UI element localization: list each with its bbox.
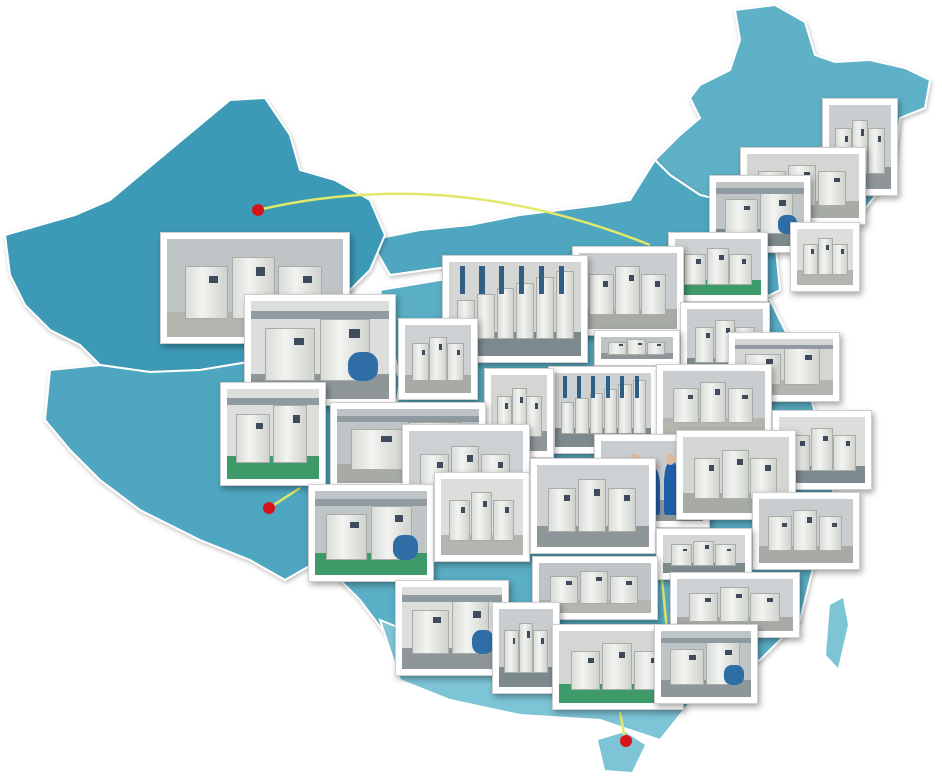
photo-scene bbox=[663, 535, 745, 573]
marker-northwest bbox=[252, 204, 264, 216]
photo-3 bbox=[654, 624, 758, 704]
photo-scene bbox=[677, 579, 793, 631]
photo-scene bbox=[663, 371, 765, 435]
photo-scene bbox=[797, 229, 853, 285]
photo-6 bbox=[572, 246, 684, 336]
photo-scene bbox=[759, 499, 853, 563]
photo-scene bbox=[555, 373, 651, 447]
photo-scene bbox=[661, 631, 751, 697]
photo-24 bbox=[434, 472, 530, 562]
route-line-north bbox=[257, 192, 651, 247]
photo-scene bbox=[405, 325, 471, 393]
photo-4 bbox=[790, 222, 860, 292]
region-taiwan bbox=[826, 598, 848, 668]
photo-23 bbox=[308, 484, 434, 582]
photo-5 bbox=[668, 232, 768, 302]
photo-scene bbox=[675, 239, 761, 295]
photo-scene bbox=[539, 563, 651, 613]
photo-25 bbox=[530, 458, 656, 554]
photo-scene bbox=[601, 337, 673, 359]
photo-10 bbox=[398, 318, 478, 400]
route-line-southwest bbox=[268, 486, 301, 510]
photo-13 bbox=[594, 330, 680, 366]
photo-7 bbox=[442, 255, 588, 363]
photo-14 bbox=[220, 382, 326, 486]
photo-29 bbox=[395, 580, 509, 676]
photo-scene bbox=[449, 262, 581, 356]
photo-scene bbox=[579, 253, 677, 329]
photo-scene bbox=[251, 301, 389, 399]
photo-scene bbox=[499, 609, 553, 687]
photo-scene bbox=[441, 479, 523, 555]
marker-south-island bbox=[620, 735, 632, 747]
photo-27 bbox=[656, 528, 752, 580]
photo-16 bbox=[656, 364, 772, 442]
photo-scene bbox=[537, 465, 649, 547]
photo-26 bbox=[752, 492, 860, 570]
region-hainan bbox=[598, 732, 645, 772]
photo-scene bbox=[315, 491, 427, 575]
photo-1 bbox=[492, 602, 560, 694]
marker-southwest bbox=[263, 502, 275, 514]
photo-scene bbox=[227, 389, 319, 479]
photo-scene bbox=[402, 587, 502, 669]
